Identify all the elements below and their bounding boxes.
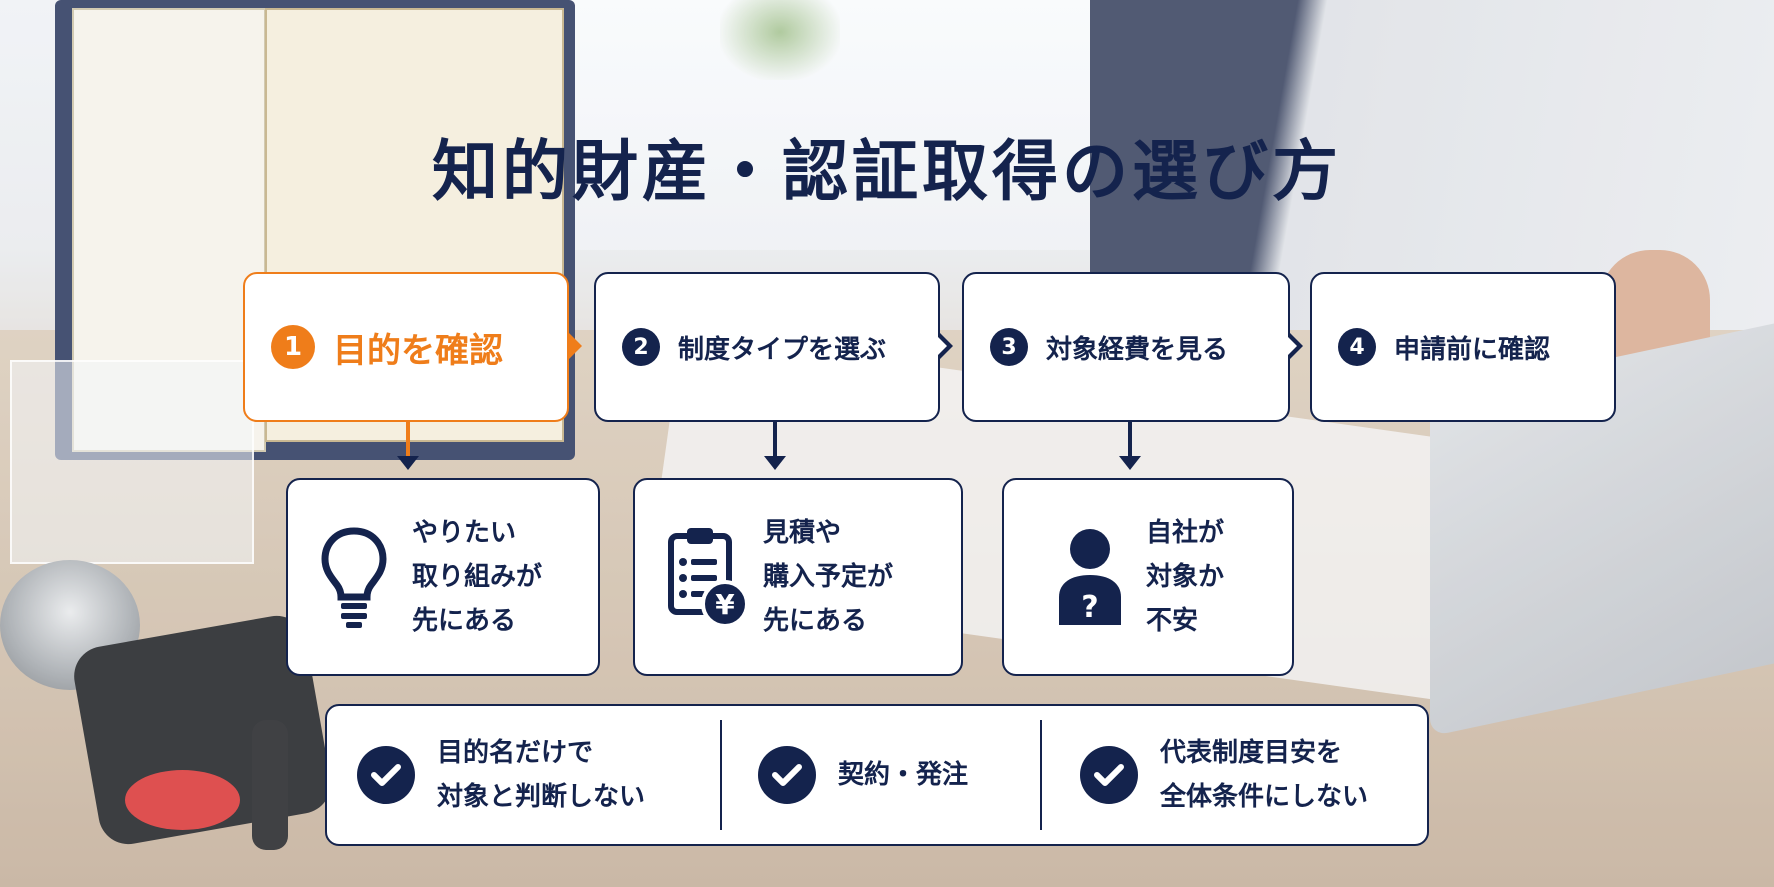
card-line: 対象か [1146, 562, 1225, 592]
step-number: 4 [1338, 328, 1376, 366]
down-arrow-icon [764, 456, 786, 470]
chevron-right-icon [569, 333, 582, 359]
card-line: 先にある [412, 606, 517, 636]
caution-item: 代表制度目安を 全体条件にしない [1042, 706, 1427, 844]
step-number: 3 [990, 328, 1028, 366]
step-label: 制度タイプを選ぶ [678, 334, 887, 365]
card-goal-first: やりたい 取り組みが 先にある [286, 478, 600, 676]
caution-line: 代表制度目安を [1160, 738, 1343, 768]
page-title: 知的財産・認証取得の選び方 [432, 133, 1342, 210]
step-label: 申請前に確認 [1394, 334, 1551, 365]
clipboard-yen-icon: ¥ [665, 522, 749, 632]
step-2-select-type[interactable]: 2 制度タイプを選ぶ [594, 272, 940, 422]
down-arrow-stem [406, 422, 410, 458]
caution-item: 目的名だけで 対象と判断しない [327, 706, 720, 844]
plant [720, 0, 840, 80]
card-line: 不安 [1146, 606, 1199, 636]
down-arrow-icon [397, 456, 419, 470]
card-line: 取り組みが [412, 562, 543, 592]
down-arrow-icon [1119, 456, 1141, 470]
caution-line: 対象と判断しない [437, 782, 646, 812]
caution-line: 契約・発注 [838, 760, 969, 790]
divider [1040, 720, 1042, 830]
caution-line: 全体条件にしない [1160, 782, 1369, 812]
hanko-stamp [252, 720, 288, 850]
card-eligibility-unsure: ? 自社が 対象か 不安 [1002, 478, 1294, 676]
step-number: 1 [271, 325, 315, 369]
yen-symbol: ¥ [715, 588, 735, 621]
person-question-icon: ? [1048, 522, 1132, 632]
card-line: 見積や [763, 518, 842, 548]
lightbulb-icon [312, 522, 396, 632]
step-4-pre-check[interactable]: 4 申請前に確認 [1310, 272, 1616, 422]
card-line: 自社が [1146, 518, 1225, 548]
step-label: 目的を確認 [333, 330, 503, 371]
crystal-trophy [10, 360, 254, 564]
check-circle-icon [357, 746, 415, 804]
check-circle-icon [1080, 746, 1138, 804]
card-line: 先にある [763, 606, 868, 636]
card-line: 購入予定が [763, 562, 894, 592]
question-symbol: ? [1081, 590, 1098, 625]
caution-line: 目的名だけで [437, 738, 594, 768]
caution-item: 契約・発注 [722, 706, 1040, 844]
down-arrow-stem [773, 422, 777, 458]
step-number: 2 [622, 328, 660, 366]
step-1-purpose[interactable]: 1 目的を確認 [243, 272, 569, 422]
step-label: 対象経費を見る [1046, 334, 1229, 365]
card-estimate-first: ¥ 見積や 購入予定が 先にある [633, 478, 963, 676]
check-circle-icon [758, 746, 816, 804]
caution-bar: 目的名だけで 対象と判断しない 契約・発注 代表制度目安を 全体条件にしない [325, 704, 1429, 846]
card-line: やりたい [412, 518, 517, 548]
divider [720, 720, 722, 830]
step-3-eligible-costs[interactable]: 3 対象経費を見る [962, 272, 1290, 422]
red-ink-pad [125, 770, 240, 830]
down-arrow-stem [1128, 422, 1132, 458]
